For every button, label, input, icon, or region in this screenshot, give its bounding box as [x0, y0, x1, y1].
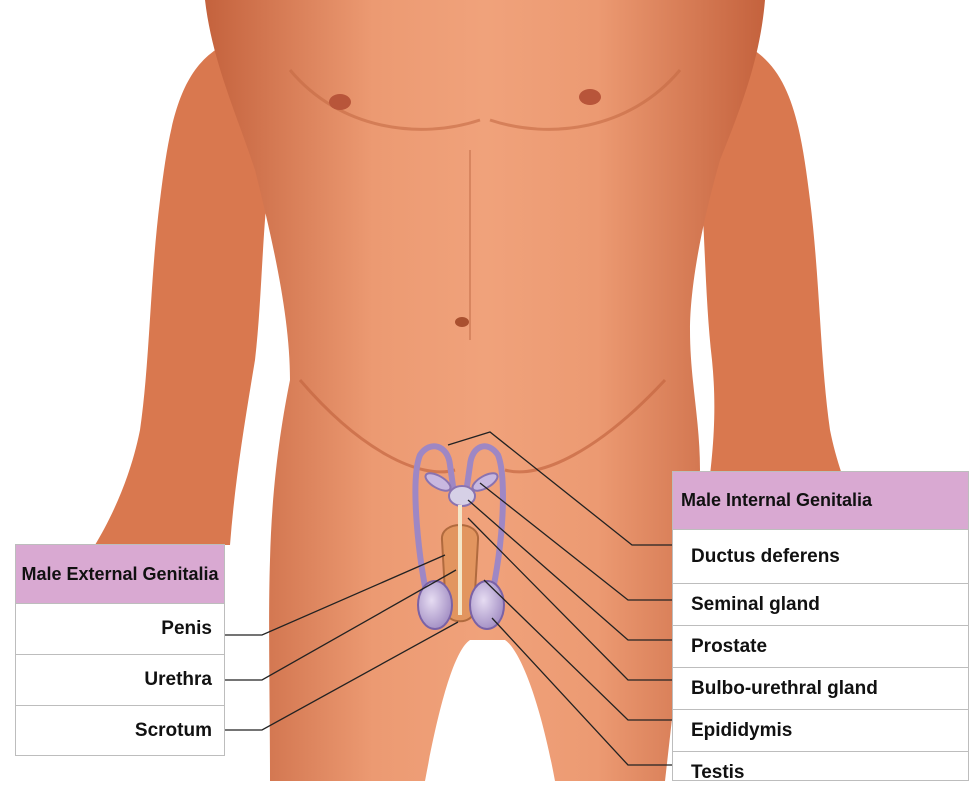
label-penis: Penis — [16, 603, 224, 654]
label-epididymis: Epididymis — [673, 709, 968, 751]
label-prostate: Prostate — [673, 625, 968, 667]
internal-genitalia-title: Male Internal Genitalia — [673, 472, 968, 529]
external-genitalia-table: Male External Genitalia Penis Urethra Sc… — [15, 544, 225, 756]
label-urethra: Urethra — [16, 654, 224, 705]
label-ductus-deferens: Ductus deferens — [673, 529, 968, 583]
right-nipple — [579, 89, 601, 105]
label-bulbo-urethral-gland: Bulbo-urethral gland — [673, 667, 968, 709]
left-nipple — [329, 94, 351, 110]
label-scrotum: Scrotum — [16, 705, 224, 756]
label-seminal-gland: Seminal gland — [673, 583, 968, 625]
external-genitalia-title: Male External Genitalia — [16, 545, 224, 603]
label-testis: Testis — [673, 751, 968, 793]
internal-genitalia-table: Male Internal Genitalia Ductus deferens … — [672, 471, 969, 781]
navel — [455, 317, 469, 327]
